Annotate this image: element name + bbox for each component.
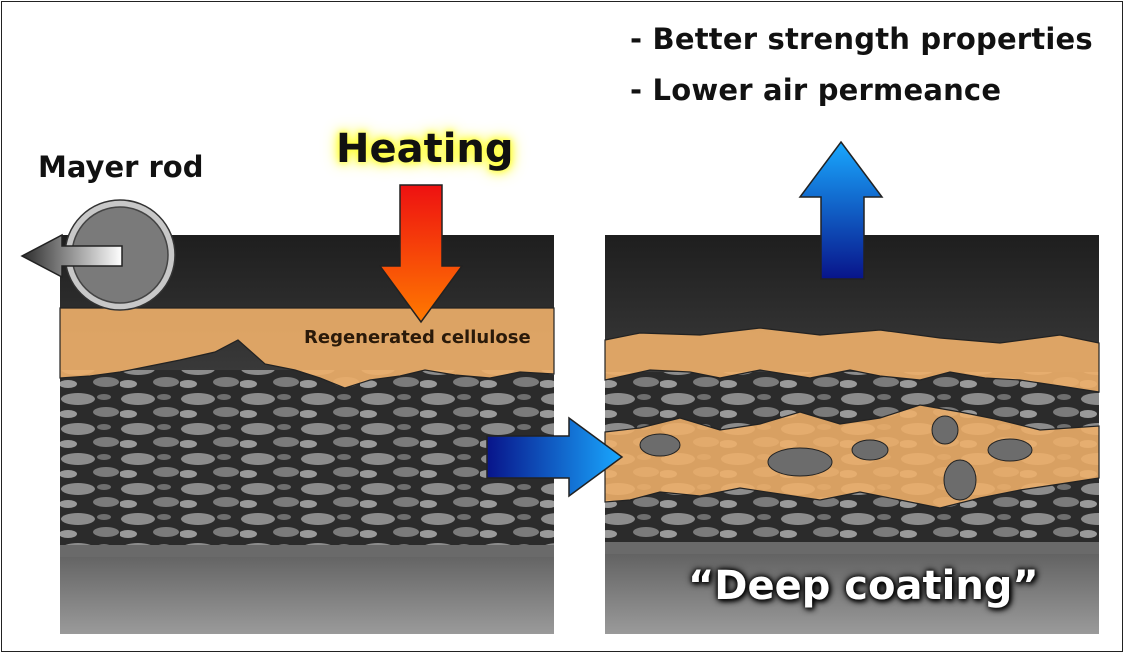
deep-coating-label: “Deep coating” [688, 563, 1039, 609]
benefit-air-permeance: - Lower air permeance [630, 73, 1001, 107]
left-fiber-layer [60, 370, 554, 555]
heating-label: Heating [336, 126, 514, 172]
regenerated-cellulose-label: Regenerated cellulose [304, 327, 531, 348]
benefit-strength: - Better strength properties [630, 22, 1093, 56]
mayer-rod-label: Mayer rod [38, 150, 204, 184]
